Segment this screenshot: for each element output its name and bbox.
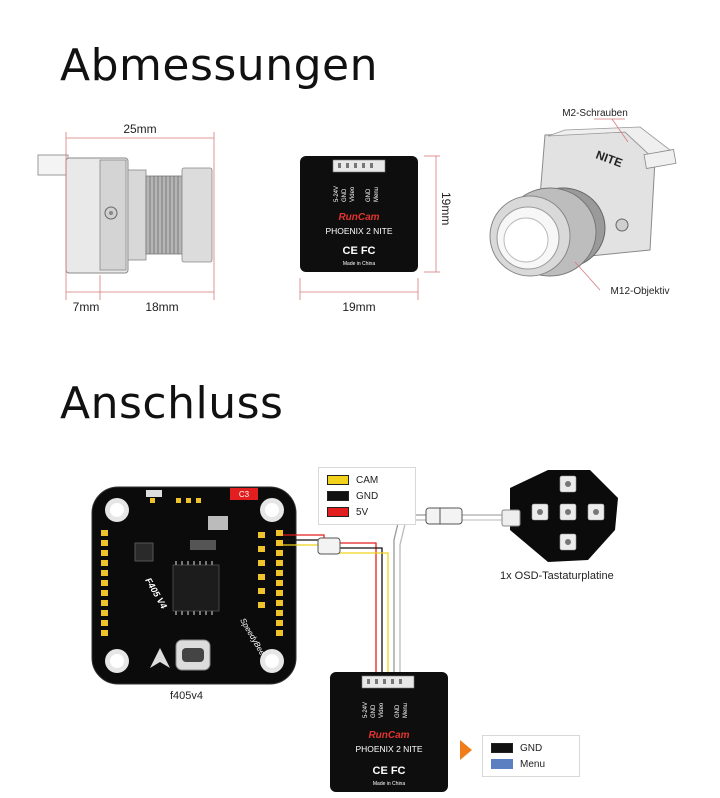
pin-label-gnd: GND — [342, 188, 348, 202]
dim-back-width: 19mm — [342, 300, 375, 314]
dimension-lines-side — [65, 132, 215, 300]
cert-marks-2: CE FC — [373, 765, 406, 777]
pin-label-gnd-2: GND — [366, 188, 372, 202]
legend-top: CAM GND 5V — [318, 467, 416, 525]
fc-board-caption: f405v4 — [170, 690, 204, 702]
dim-total-width: 25mm — [123, 122, 156, 136]
brand-logo-2: RunCam — [368, 730, 409, 741]
orange-arrow-icon — [460, 740, 472, 760]
cert-marks: CE FC — [343, 245, 376, 257]
swatch-black — [327, 491, 349, 501]
swatch-blue — [491, 759, 513, 769]
legend-item-gnd: GND — [327, 488, 407, 504]
camera-back-view — [300, 156, 418, 272]
osd-board — [501, 470, 618, 562]
legend-label-5v: 5V — [356, 506, 369, 518]
pin-label-menu: Menu — [374, 187, 380, 202]
pin-label-gnd-3: GND — [371, 704, 377, 718]
callout-lines-3d — [574, 118, 629, 291]
legend-item-5v: 5V — [327, 504, 407, 520]
model-name: PHOENIX 2 NITE — [325, 226, 392, 236]
pin-label-power: 5-24V — [334, 186, 340, 202]
dim-lens-length: 7mm — [73, 300, 100, 314]
brand-logo: RunCam — [338, 212, 379, 223]
dim-back-height: 19mm — [439, 192, 453, 225]
dimension-lines-back — [299, 155, 440, 300]
dim-body-length: 18mm — [145, 300, 178, 314]
camera-side-view — [37, 154, 213, 274]
connection-heading: Anschluss — [60, 378, 284, 429]
made-in-label-2: Made in China — [373, 781, 405, 787]
swatch-red — [327, 507, 349, 517]
pin-label-video: Video — [350, 186, 356, 202]
legend-item-cam: CAM — [327, 472, 407, 488]
pin-label-menu-2: Menu — [403, 703, 409, 718]
swatch-black-bottom — [491, 743, 513, 753]
camera-3d-view: NITE — [489, 126, 677, 277]
wiring — [283, 514, 504, 680]
legend-label-gnd-bottom: GND — [520, 742, 543, 754]
pin-label-video-2: Video — [379, 702, 385, 718]
swatch-yellow — [327, 475, 349, 485]
dimensions-heading: Abmessungen — [60, 40, 378, 91]
legend-label-menu: Menu — [520, 758, 546, 770]
made-in-label: Made in China — [343, 261, 375, 267]
pin-label-power-2: 5-24V — [363, 702, 369, 718]
callout-screws: M2-Schrauben — [562, 108, 628, 119]
osd-board-caption: 1x OSD-Tastaturplatine — [500, 570, 614, 582]
pin-label-gnd-4: GND — [395, 704, 401, 718]
wire-connectors — [317, 507, 463, 555]
flight-controller-board: C3 F405 V4 SpeedyBee — [91, 486, 297, 685]
legend-item-menu: Menu — [491, 756, 571, 772]
legend-item-gnd-bottom: GND — [491, 740, 571, 756]
legend-label-gnd: GND — [356, 490, 379, 502]
model-name-2: PHOENIX 2 NITE — [355, 744, 422, 754]
legend-bottom: GND Menu — [482, 735, 580, 777]
back-pin-labels: 5-24V GND Video GND Menu — [334, 186, 380, 202]
fc-connector-label: C3 — [239, 490, 250, 499]
camera-back-bottom — [330, 672, 448, 792]
callout-lens: M12-Objektiv — [611, 286, 670, 297]
legend-label-cam: CAM — [356, 474, 379, 486]
